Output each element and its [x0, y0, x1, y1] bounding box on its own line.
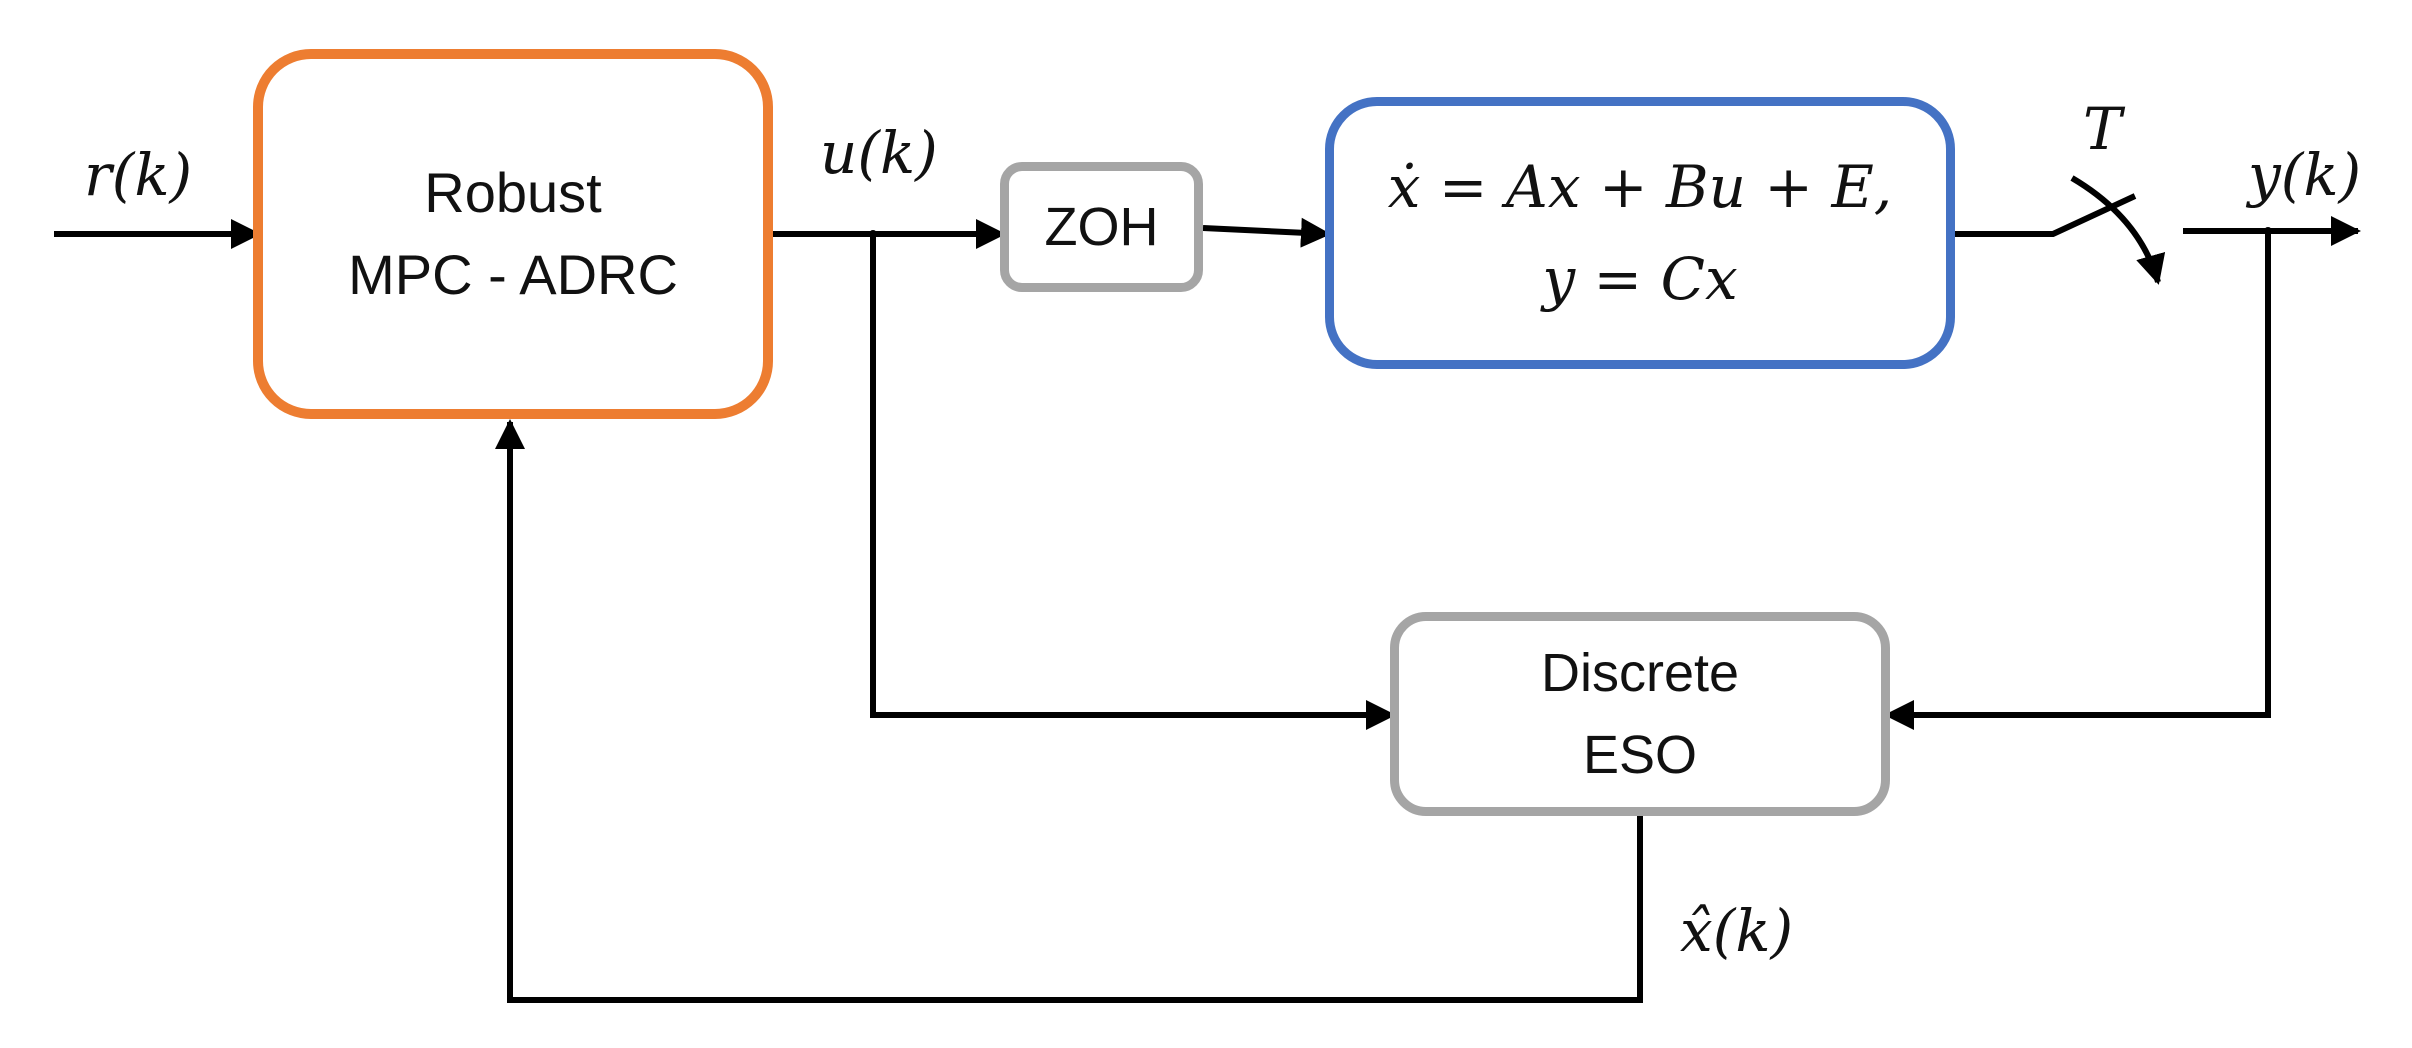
- plant-state-equation: ẋ = Ax + Bu + E,: [1387, 153, 1893, 221]
- observer-label-line1: Discrete: [1540, 643, 1740, 703]
- output-to-eso-wire: [1884, 231, 2271, 730]
- zoh-to-plant-arrow: [1202, 217, 1331, 248]
- control-to-eso-wire: [870, 234, 1396, 730]
- observer-label-line2: ESO: [1582, 725, 1698, 785]
- zoh-label: ZOH: [1044, 197, 1159, 257]
- controller-label-line2: MPC - ADRC: [348, 243, 678, 306]
- output-signal-label: y(k): [2248, 141, 2362, 209]
- plant-output-equation: y = Cx: [1542, 245, 1738, 313]
- control-signal-label: u(k): [820, 119, 938, 187]
- sampling-period-label: T: [2083, 95, 2122, 163]
- reference-signal-label: r(k): [84, 141, 193, 209]
- state-estimate-label: x̂(k): [1680, 897, 1794, 965]
- plant-to-sampler-wire: [1955, 193, 2137, 237]
- zoh-block: ZOH: [1000, 162, 1203, 292]
- controller-block: Robust MPC - ADRC: [253, 49, 773, 419]
- controller-label-line1: Robust: [424, 161, 602, 224]
- estimate-to-controller-wire: [495, 419, 1643, 1003]
- control-branch-junction: [869, 230, 877, 238]
- plant-block: ẋ = Ax + Bu + E, y = Cx: [1325, 97, 1955, 369]
- observer-block: Discrete ESO: [1390, 612, 1890, 816]
- sampler-rotation-arrow: [2070, 175, 2166, 285]
- output-branch-junction: [2264, 227, 2272, 235]
